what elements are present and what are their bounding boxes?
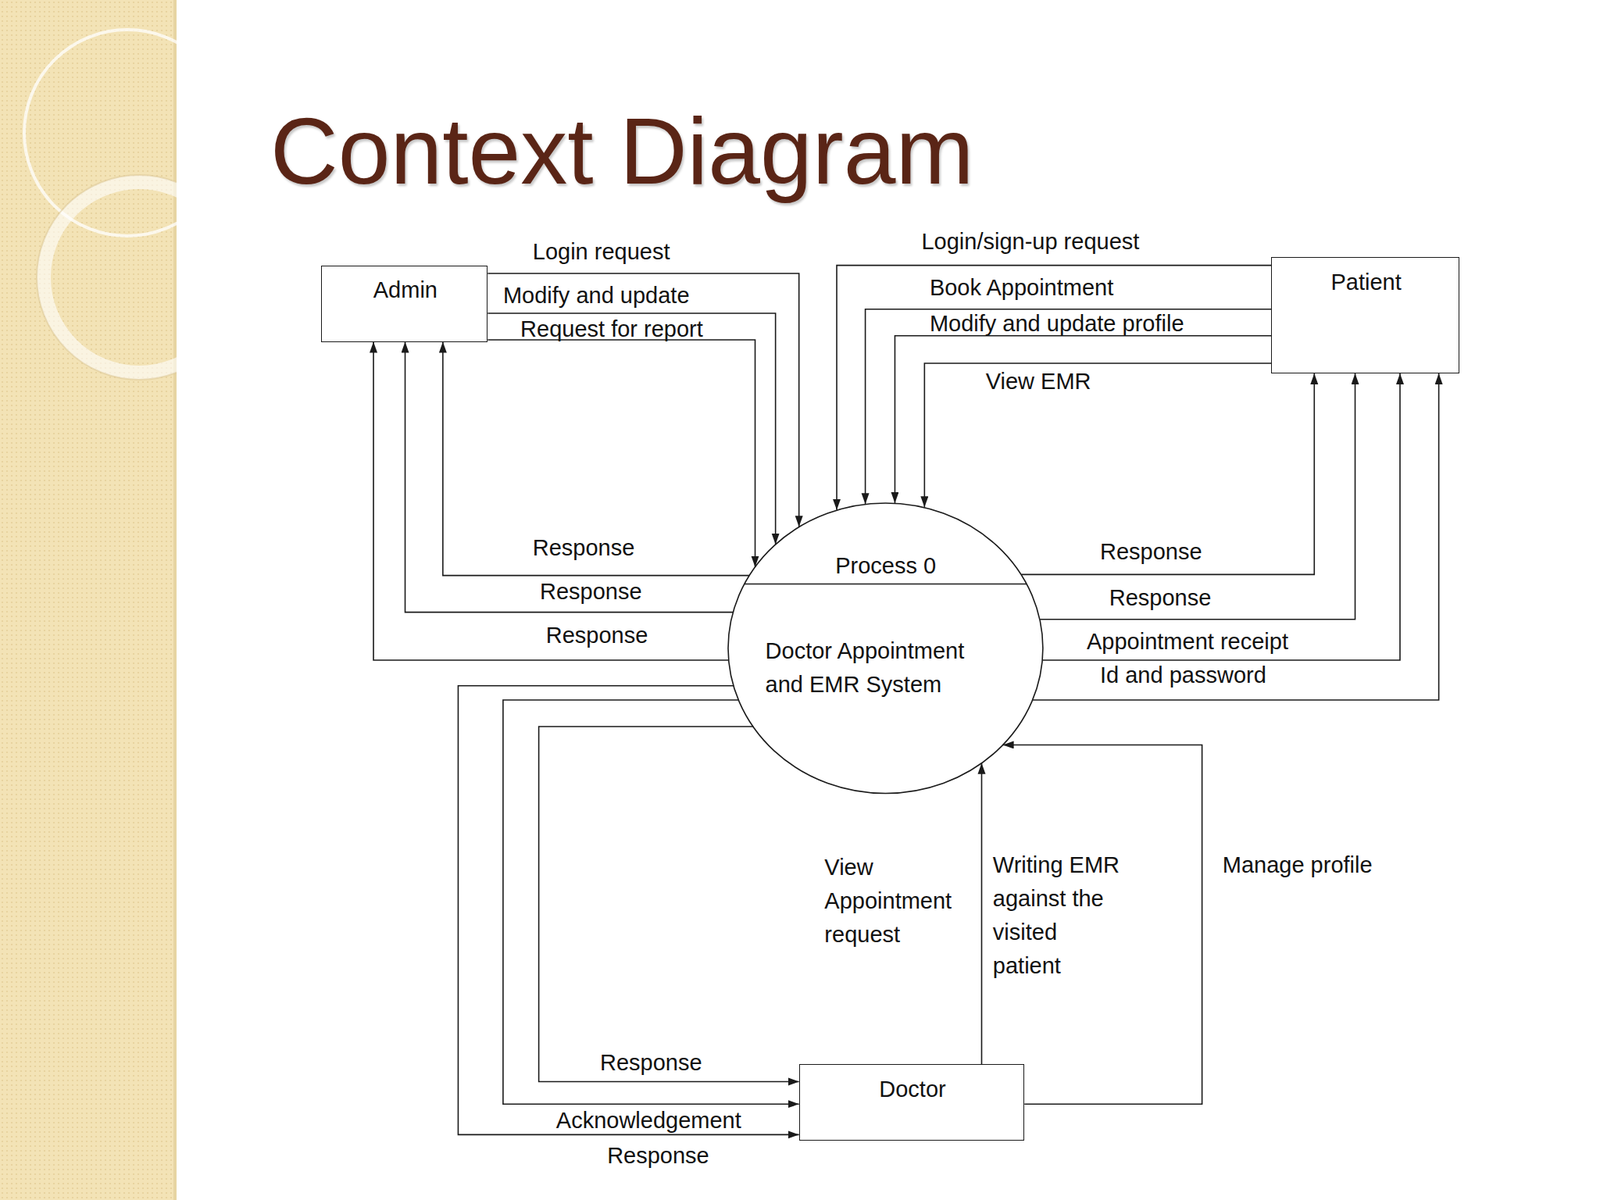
entity-name: Doctor <box>800 1072 1026 1107</box>
external-entity: Admin <box>321 265 488 343</box>
process-circle: Process 0 Doctor Appointment and EMR Syst… <box>727 502 1044 795</box>
flow-label: Appointment receipt <box>1086 625 1289 659</box>
flow-label: View EMR <box>985 364 1092 399</box>
flow-label: Login request <box>532 235 671 269</box>
deco-ring <box>24 29 177 236</box>
flow-label: Acknowledgement <box>556 1103 742 1138</box>
flow-label: Response <box>607 1139 710 1173</box>
data-flow <box>539 726 800 1083</box>
data-flow <box>442 342 750 576</box>
flow-label: Login/sign-up request <box>921 225 1140 259</box>
flow-label: Manage profile <box>1222 848 1373 883</box>
flow-label: Id and password <box>1100 658 1267 693</box>
entity-name: Admin <box>321 273 489 308</box>
flow-label: Response <box>600 1046 703 1080</box>
flow-label: Response <box>532 531 636 565</box>
data-flow <box>487 273 799 527</box>
data-flow <box>836 265 1272 511</box>
flow-label: Response <box>539 575 643 609</box>
data-flow <box>981 763 983 1065</box>
data-flow <box>405 342 734 613</box>
flow-label: Response <box>1109 581 1212 615</box>
data-flow <box>487 339 755 568</box>
data-flow <box>894 335 1272 504</box>
note-label: View Appointment request <box>824 850 958 952</box>
flow-label: Request for report <box>520 312 704 347</box>
process-number: Process 0 <box>727 549 1044 583</box>
deco-ring-shadow <box>36 175 177 380</box>
process-divider <box>744 582 1027 585</box>
process-ellipse <box>728 503 1043 794</box>
flow-label: Modify and update profile <box>929 307 1185 341</box>
flow-label: Response <box>546 618 649 653</box>
data-flow <box>457 685 799 1136</box>
process-name: Doctor Appointment and EMR System <box>765 634 986 702</box>
entity-name: Patient <box>1271 265 1460 300</box>
slide-title: Context Diagram <box>270 103 974 198</box>
flow-label: Response <box>1100 535 1203 569</box>
data-flow <box>1039 373 1355 620</box>
flow-label: Book Appointment <box>929 271 1114 305</box>
flow-label: Modify and update <box>503 278 690 313</box>
data-flow <box>503 700 800 1104</box>
flow-label: Writing EMR against the visited patient <box>992 848 1126 983</box>
external-entity: Patient <box>1271 257 1459 374</box>
data-flow <box>924 363 1272 508</box>
external-entity: Doctor <box>799 1064 1025 1141</box>
deco-ring <box>43 182 177 373</box>
data-flow <box>487 313 775 545</box>
data-flow <box>865 309 1272 504</box>
data-flow <box>1032 373 1440 700</box>
data-flow <box>1042 373 1400 661</box>
data-flow <box>1021 373 1315 575</box>
strip-edge <box>173 0 177 1200</box>
data-flow <box>373 342 729 661</box>
